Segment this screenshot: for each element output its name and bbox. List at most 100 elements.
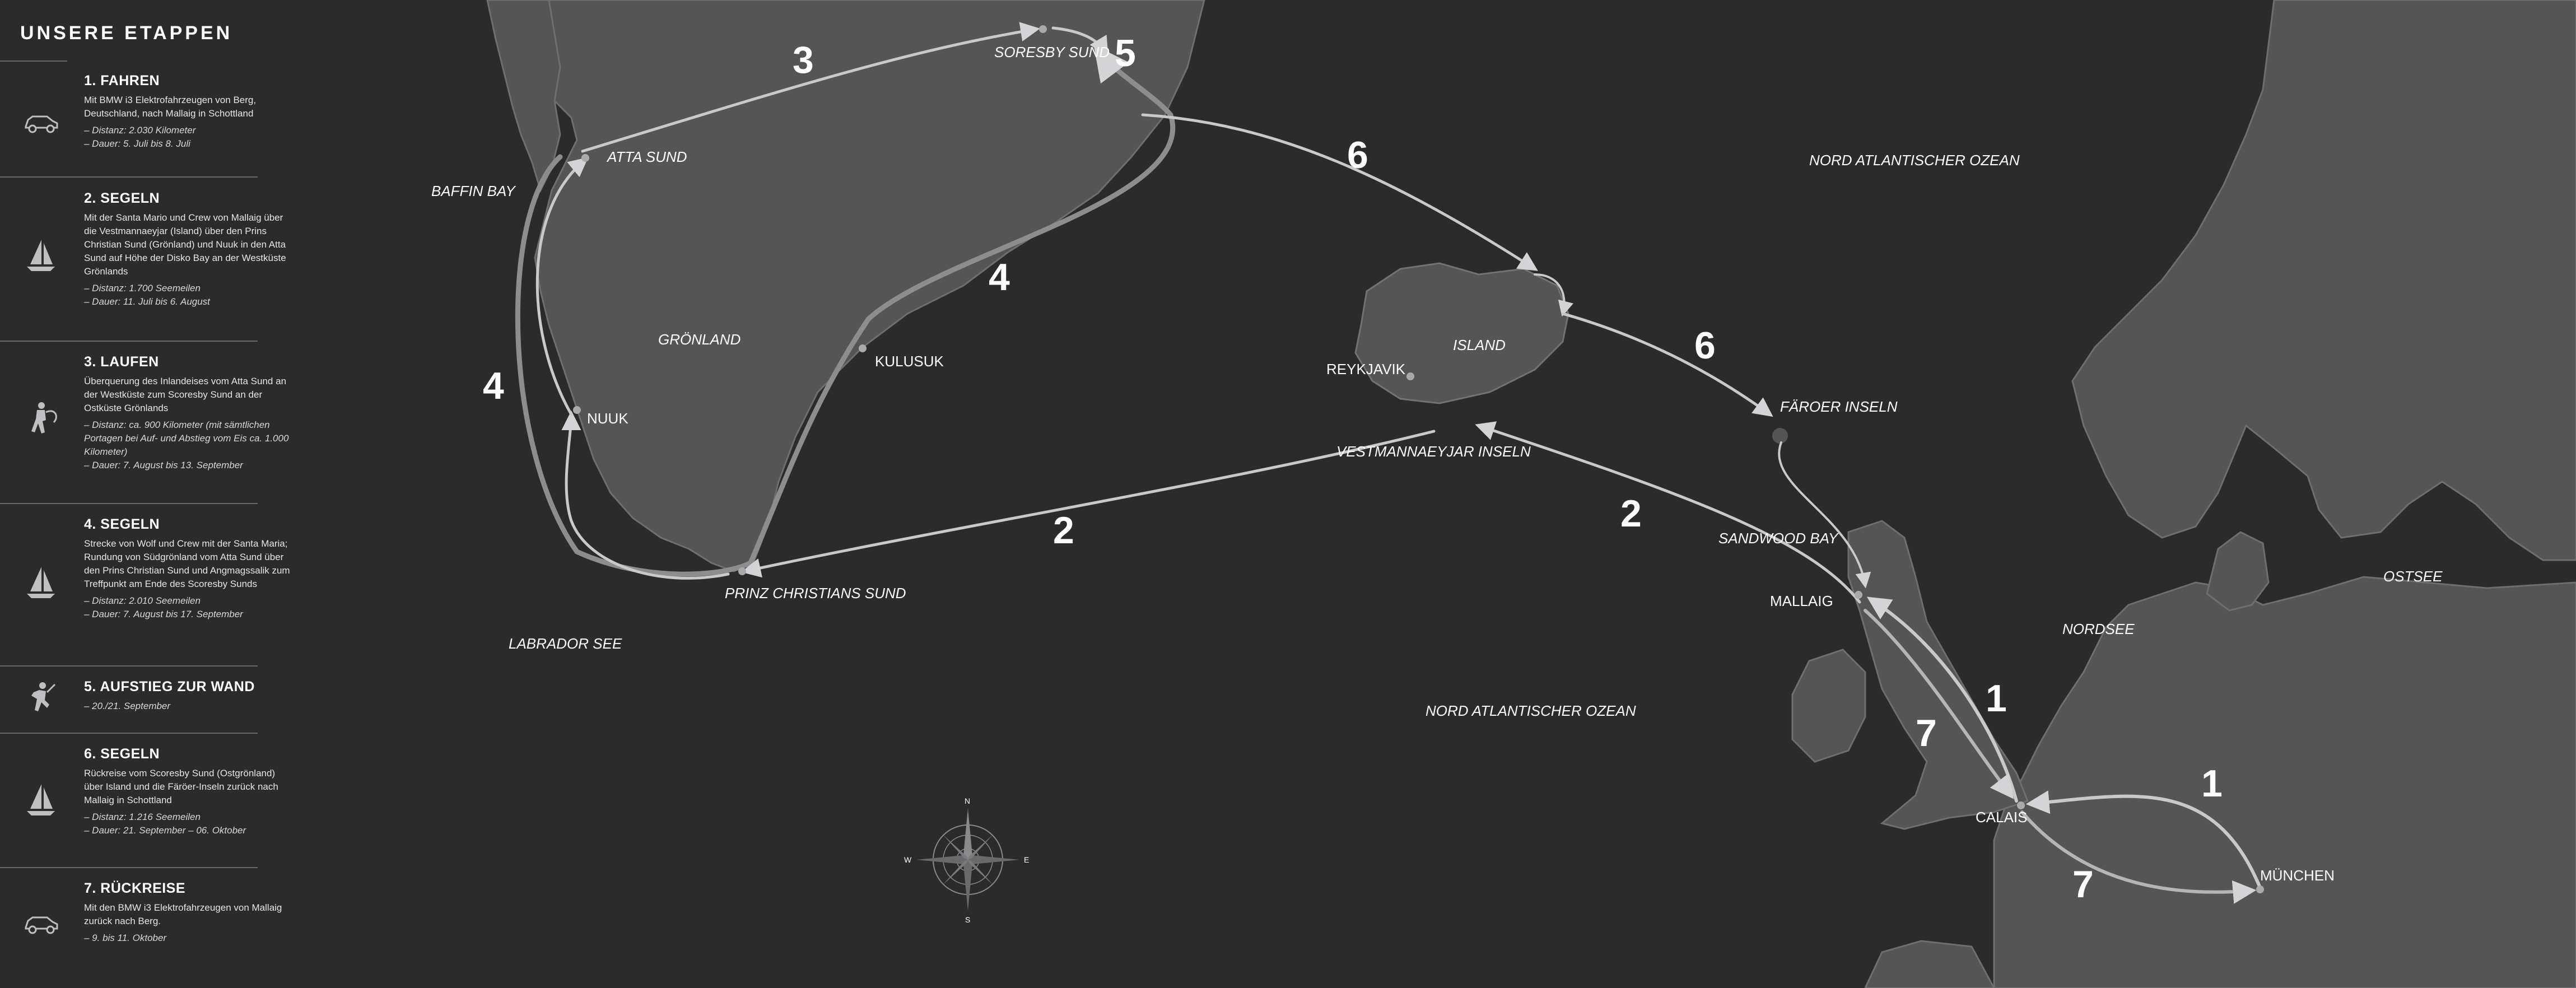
dot-prinz-christians-sund [738, 567, 746, 575]
divider [0, 733, 258, 734]
divider [0, 341, 258, 342]
dot-atta-sund [581, 154, 589, 162]
route-leg-2b [741, 430, 1436, 578]
label-muenchen: MÜNCHEN [2260, 867, 2335, 884]
stage-title: 1. FAHREN [84, 73, 160, 88]
label-nordsee: NORDSEE [2062, 621, 2135, 637]
label-vestmannaeyjar: VESTMANNAEYJAR INSELN [1336, 443, 1531, 460]
baffin-island-landmass [486, 0, 561, 193]
route-leg-2d [535, 157, 589, 416]
stage-title: 3. LAUFEN [84, 354, 159, 370]
climber-icon [31, 682, 56, 711]
stage-duration: – Dauer: 5. Juli bis 8. Juli [84, 138, 190, 149]
divider [0, 665, 258, 667]
compass-n: N [965, 796, 970, 805]
stage-duration: – Dauer: 11. Juli bis 6. August [84, 296, 210, 307]
route-leg-7-eu [2020, 810, 2257, 904]
stage-description: Strecke von Wolf und Crew mit der Santa … [84, 538, 290, 589]
stage-number-3: 3 [793, 39, 814, 81]
label-mallaig: MALLAIG [1770, 593, 1833, 609]
stage-date: – 20./21. September [84, 701, 171, 711]
stage-description: Mit BMW i3 Elektrofahrzeugen von Berg, D… [84, 95, 257, 119]
location-dots [573, 25, 2264, 893]
label-prinz-christians-sund: PRINZ CHRISTIANS SUND [725, 585, 906, 602]
stage-description: Mit der Santa Mario und Crew von Mallaig… [84, 212, 286, 277]
route-leg-6a [1141, 113, 1538, 271]
route-leg-6c [1561, 312, 1773, 417]
stage-title: 4. SEGELN [84, 516, 160, 532]
sailboat-icon [27, 567, 55, 598]
stage-duration: – Dauer: 21. September – 06. Oktober [84, 825, 246, 836]
stage-distance: – Distanz: ca. 900 Kilometer (mit sämtli… [84, 420, 289, 457]
label-faeroer-inseln: FÄROER INSELN [1780, 398, 1898, 415]
label-nord-atlantischer-ozean-top: NORD ATLANTISCHER OZEAN [1809, 152, 2020, 169]
dot-soresby-sund [1039, 25, 1047, 33]
label-ostsee: OSTSEE [2383, 568, 2443, 585]
compass-s: S [965, 915, 970, 924]
divider [0, 176, 258, 178]
stage-number-7-eu: 7 [2072, 863, 2094, 906]
stage-distance: – Distanz: 2.010 Seemeilen [84, 595, 201, 606]
stage-number-4-east: 4 [989, 256, 1010, 299]
divider [0, 867, 258, 868]
greenland-landmass [486, 0, 1205, 572]
compass-w: W [904, 855, 912, 864]
stage-number-5: 5 [1115, 32, 1136, 74]
label-groenland: GRÖNLAND [658, 331, 740, 348]
stage-duration: – Dauer: 7. August bis 17. September [84, 609, 243, 619]
dot-kulusuk [859, 344, 867, 352]
stage-number-2-west: 2 [1053, 509, 1074, 552]
label-atta-sund: ATTA SUND [606, 148, 687, 165]
route-leg-1-eu [2025, 790, 2262, 889]
iceland-landmass [1354, 262, 1569, 404]
dot-calais [2017, 801, 2025, 809]
stage-number-4-west: 4 [483, 365, 504, 407]
label-sandwood-bay: SANDWOOD BAY [1718, 530, 1839, 547]
route-leg-2c [561, 411, 730, 580]
sailboat-icon [27, 784, 55, 815]
stage-date: – 9. bis 11. Oktober [84, 933, 167, 943]
route-leg-2a [1475, 421, 1861, 604]
stage-description: Überquerung des Inlandeises vom Atta Sun… [84, 376, 287, 413]
route-leg-7-uk [1864, 609, 2014, 799]
stage-title: 2. SEGELN [84, 190, 160, 206]
label-nord-atlantischer-ozean-bottom: NORD ATLANTISCHER OZEAN [1426, 702, 1636, 719]
route-lines [515, 22, 2262, 904]
compass-rose-icon: N S E W [904, 796, 1029, 924]
sailboat-icon [27, 240, 55, 271]
scandinavia-landmass [2071, 0, 2576, 561]
europe-landmass [1993, 576, 2576, 988]
stage-number-6-south: 6 [1694, 324, 1716, 367]
divider [0, 503, 258, 504]
dot-nuuk [573, 406, 581, 414]
stage-numbers: 3 5 6 4 4 6 2 2 1 7 1 7 [483, 32, 2223, 906]
dot-reykjavik [1406, 372, 1414, 380]
stage-title: 7. RÜCKREISE [84, 880, 186, 896]
label-kulusuk: KULUSUK [875, 353, 944, 370]
route-leg-6b [1534, 273, 1574, 317]
label-reykjavik: REYKJAVIK [1326, 361, 1406, 378]
stage-number-6-north: 6 [1347, 134, 1368, 176]
label-island: ISLAND [1453, 337, 1506, 353]
dot-muenchen [2256, 886, 2264, 893]
dot-mallaig [1855, 591, 1862, 599]
stage-number-1-eu: 1 [2201, 762, 2223, 805]
denmark-landmass [2206, 531, 2270, 612]
route-leg-6d [1778, 441, 1871, 589]
stage-description: Rückreise vom Scoresby Sund (Ostgrönland… [84, 768, 278, 805]
car-icon [25, 916, 58, 934]
stage-distance: – Distanz: 1.700 Seemeilen [84, 283, 201, 293]
label-baffin-bay: BAFFIN BAY [431, 183, 516, 199]
stage-description: Mit den BMW i3 Elektrofahrzeugen von Mal… [84, 902, 282, 926]
stage-duration: – Dauer: 7. August bis 13. September [84, 460, 243, 470]
stage-title: 5. AUFSTIEG ZUR WAND [84, 679, 255, 695]
iberia-landmass [1864, 940, 1995, 988]
stages-legend: UNSERE ETAPPEN 1. FAHREN Mit BMW i3 Elek… [0, 0, 291, 988]
legend-title: UNSERE ETAPPEN [20, 22, 233, 44]
hiker-icon [31, 402, 57, 434]
great-britain-landmass [1847, 520, 2029, 830]
place-labels: ATTA SUND SORESBY SUND BAFFIN BAY GRÖNLA… [431, 44, 2443, 884]
stage-number-2-east: 2 [1620, 492, 1642, 535]
route-leg-4 [515, 44, 1175, 577]
